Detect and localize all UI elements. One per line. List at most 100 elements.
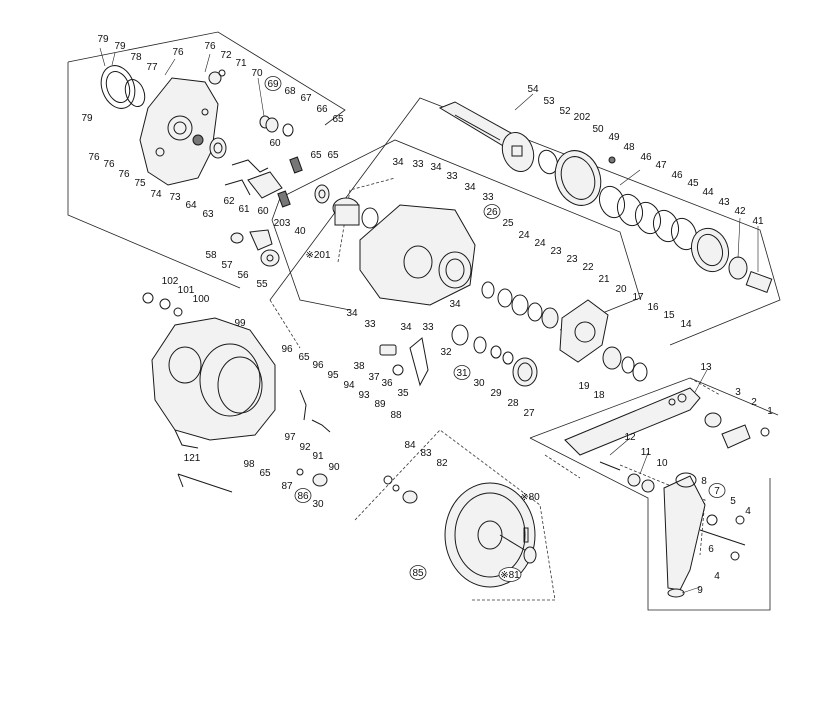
part-label: 202 — [574, 112, 591, 123]
part-label: 203 — [274, 218, 291, 229]
part-label: 74 — [150, 189, 162, 200]
part-label: 46 — [671, 170, 683, 181]
part-label: 38 — [353, 361, 365, 372]
drive-gear-assembly — [438, 101, 773, 293]
part-label: 34 — [400, 322, 412, 333]
part-label: 84 — [404, 440, 416, 451]
part-label: 62 — [223, 196, 235, 207]
part-label: 76 — [172, 47, 184, 58]
part-label: 33 — [482, 192, 494, 203]
part-label: 16 — [647, 302, 659, 313]
part-label: 10 — [656, 458, 668, 469]
part-label: 25 — [502, 218, 514, 229]
part-label: 29 — [490, 388, 502, 399]
part-label: 68 — [284, 86, 296, 97]
spool-assembly — [383, 475, 537, 588]
part-label: 90 — [328, 462, 340, 473]
part-label: 98 — [243, 459, 255, 470]
part-label: 86 — [297, 491, 309, 502]
part-label: 2 — [751, 397, 757, 408]
part-label: 34 — [430, 162, 442, 173]
part-label: 20 — [615, 284, 627, 295]
part-label: 58 — [205, 250, 217, 261]
reel-body — [142, 292, 331, 493]
leader-lines — [99, 47, 759, 594]
part-label: 87 — [281, 481, 293, 492]
part-label: 76 — [118, 169, 130, 180]
group-boundaries — [67, 31, 781, 611]
label-circle — [708, 483, 726, 498]
part-label: 34 — [449, 299, 461, 310]
part-label: 9 — [697, 585, 703, 596]
part-label: 12 — [624, 432, 636, 443]
part-label: 26 — [486, 207, 498, 218]
part-label: 30 — [312, 499, 324, 510]
part-label: 32 — [440, 347, 452, 358]
part-label: 78 — [130, 52, 142, 63]
part-label: 89 — [374, 399, 386, 410]
part-label: 72 — [220, 50, 232, 61]
label-circle — [498, 567, 522, 582]
part-label: 65 — [310, 150, 322, 161]
part-label: 79 — [97, 34, 109, 45]
part-label: 33 — [446, 171, 458, 182]
part-label: 121 — [184, 453, 201, 464]
part-label: 37 — [368, 372, 380, 383]
part-label: 67 — [300, 93, 312, 104]
part-label: 34 — [346, 308, 358, 319]
part-label: 43 — [718, 197, 730, 208]
part-label: 28 — [507, 398, 519, 409]
part-label: 36 — [381, 378, 393, 389]
part-label: 60 — [257, 206, 269, 217]
part-label: 3 — [735, 387, 741, 398]
part-label: 15 — [663, 310, 675, 321]
part-label: 96 — [312, 360, 324, 371]
label-circle — [294, 488, 312, 503]
part-label: 24 — [534, 238, 546, 249]
part-label: 66 — [316, 104, 328, 115]
part-label: 41 — [752, 216, 764, 227]
part-label: 42 — [734, 206, 746, 217]
part-label: 8 — [701, 476, 707, 487]
part-label: 88 — [390, 410, 402, 421]
part-label: 6 — [708, 544, 714, 555]
part-label: 4 — [714, 571, 720, 582]
part-label: 46 — [640, 152, 652, 163]
part-label: 56 — [237, 270, 249, 281]
label-circle — [409, 565, 427, 580]
part-label: 31 — [456, 368, 468, 379]
part-label: 82 — [436, 458, 448, 469]
part-label: 64 — [185, 200, 197, 211]
part-label: 65 — [332, 114, 344, 125]
part-label: 30 — [473, 378, 485, 389]
part-label: 65 — [298, 352, 310, 363]
part-label: 71 — [235, 58, 247, 69]
part-label: 61 — [238, 204, 250, 215]
part-label: 23 — [566, 254, 578, 265]
part-label: 63 — [202, 209, 214, 220]
part-label: 27 — [523, 408, 535, 419]
part-label: 75 — [134, 178, 146, 189]
part-label: 69 — [267, 79, 279, 90]
part-label: 65 — [327, 150, 339, 161]
label-circle — [453, 365, 471, 380]
part-label: 33 — [422, 322, 434, 333]
part-label: 4 — [745, 506, 751, 517]
part-label: 48 — [623, 142, 635, 153]
part-label: 11 — [641, 447, 652, 458]
part-label: 33 — [412, 159, 424, 170]
part-label: 19 — [578, 381, 590, 392]
part-label: 14 — [680, 319, 692, 330]
part-label: 34 — [464, 182, 476, 193]
part-label: 79 — [114, 41, 126, 52]
part-label: 21 — [598, 274, 610, 285]
part-label: 5 — [730, 496, 736, 507]
part-label: 77 — [146, 62, 158, 73]
part-label: 52 — [559, 106, 571, 117]
part-label: 40 — [294, 226, 306, 237]
handle-assembly — [564, 387, 770, 598]
label-circle — [483, 204, 501, 219]
part-label: 45 — [687, 178, 699, 189]
part-label: ※81 — [500, 570, 520, 581]
